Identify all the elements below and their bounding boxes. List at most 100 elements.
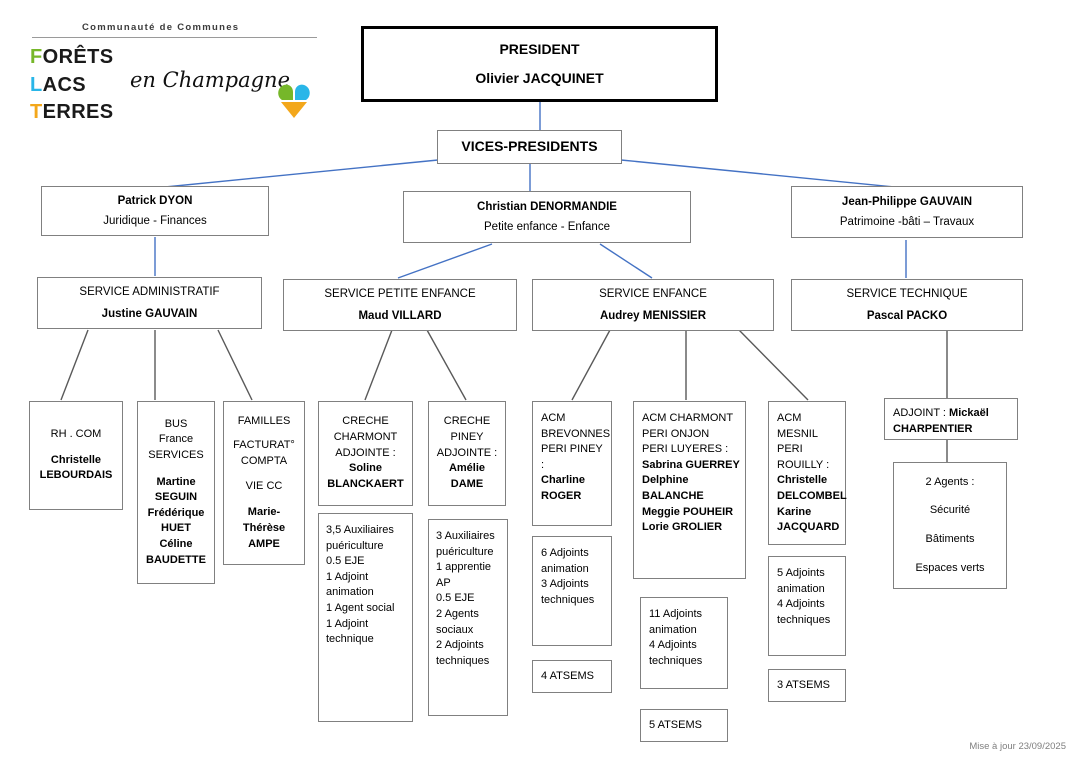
unit-acm-brevonnes-line1: ACM (541, 412, 566, 424)
logo-divider (32, 37, 317, 38)
unit-acm-charmont-staff-4: Meggie POUHEIR (642, 505, 734, 518)
unit-bus-staff-6: BAUDETTE (146, 553, 206, 566)
atsems-box-acm-charmont[interactable]: 5 ATSEMS (640, 709, 728, 742)
unit-box-creche-piney[interactable]: CRECHE PINEY ADJOINTE : Amélie DAME (428, 401, 506, 506)
unit-creche-piney-line2: PINEY (450, 431, 484, 444)
unit-creche-piney-line3: ADJOINTE : (436, 446, 498, 459)
vice-president-portfolio-3: Patrimoine -bâti – Travaux (839, 216, 975, 228)
atsems-box-acm-brevonnes[interactable]: 4 ATSEMS (532, 660, 612, 693)
unit-rh-com-line1: RH . COM (50, 428, 102, 441)
unit-acm-mesnil-line2: MESNIL PERI (777, 427, 818, 456)
unit-box-acm-charmont[interactable]: ACM CHARMONT PERI ONJON PERI LUYERES : S… (633, 401, 746, 579)
president-name: Olivier JACQUINET (475, 69, 604, 86)
logo-word-lacs: LACS (30, 73, 87, 96)
unit-adjoint-technique-staff-2: CHARPENTIER (893, 422, 973, 435)
vice-president-name-1: Patrick DYON (117, 194, 193, 207)
staff-box-acm-charmont[interactable]: 11 Adjoints animation 4 Adjoints techniq… (640, 597, 728, 689)
unit-bus-staff-1: Martine (156, 475, 196, 488)
service-box-administratif[interactable]: SERVICE ADMINISTRATIF Justine GAUVAIN (37, 277, 262, 329)
service-box-enfance[interactable]: SERVICE ENFANCE Audrey MENISSIER (532, 279, 774, 331)
staff-agents-technique-l3: Bâtiments (925, 533, 975, 545)
service-title-petite-enfance: SERVICE PETITE ENFANCE (324, 287, 476, 300)
staff-box-agents-technique[interactable]: 2 Agents : Sécurité Bâtiments Espaces ve… (893, 462, 1007, 589)
logo-word-forets-rest: ORÊTS (42, 46, 114, 68)
staff-creche-piney-l4: AP (436, 576, 451, 589)
vice-president-box-2[interactable]: Christian DENORMANDIE Petite enfance - E… (403, 191, 691, 243)
staff-box-creche-piney[interactable]: 3 Auxiliaires puériculture 1 apprentie A… (428, 519, 508, 716)
unit-creche-charmont-line1: CRECHE (342, 415, 389, 428)
unit-acm-charmont-staff-2: Delphine (642, 474, 689, 487)
unit-creche-charmont-line3: ADJOINTE : (335, 446, 396, 459)
unit-bus-line3: SERVICES (148, 448, 204, 461)
heart-icon (278, 84, 310, 118)
staff-creche-piney-l5: 0.5 EJE (436, 592, 475, 605)
unit-box-adjoint-technique[interactable]: ADJOINT : Mickaël CHARPENTIER (884, 398, 1018, 440)
staff-creche-charmont-l8: technique (326, 633, 374, 646)
staff-acm-mesnil-l1: 5 Adjoints (777, 567, 825, 579)
logo-wordmark: FORÊTS LACS TERRES (30, 44, 114, 127)
unit-acm-charmont-staff-5: Lorie GROLIER (642, 521, 723, 534)
vice-president-name-3: Jean-Philippe GAUVAIN (841, 195, 973, 208)
unit-box-rh-com[interactable]: RH . COM Christelle LEBOURDAIS (29, 401, 123, 510)
last-updated-note: Mise à jour 23/09/2025 (969, 741, 1066, 752)
staff-creche-piney-l6: 2 Agents (436, 608, 479, 621)
staff-box-creche-charmont[interactable]: 3,5 Auxiliaires puériculture 0.5 EJE 1 A… (318, 513, 413, 722)
unit-familles-staff-2: Thérèse (242, 521, 286, 534)
unit-creche-charmont-staff-2: BLANCKAERT (327, 477, 404, 490)
service-title-technique: SERVICE TECHNIQUE (846, 287, 968, 300)
unit-box-acm-mesnil[interactable]: ACM MESNIL PERI ROUILLY : Christelle DEL… (768, 401, 847, 545)
staff-acm-charmont-l3: 4 Adjoints (649, 639, 697, 652)
unit-rh-com-staff-1: Christelle (50, 453, 102, 466)
unit-bus-staff-4: HUET (161, 522, 191, 535)
service-box-technique[interactable]: SERVICE TECHNIQUE Pascal PACKO (791, 279, 1023, 331)
service-head-enfance: Audrey MENISSIER (599, 310, 707, 322)
vice-president-portfolio-1: Juridique - Finances (103, 215, 207, 227)
staff-acm-mesnil-l2: animation (777, 582, 825, 595)
atsems-acm-mesnil-l1: 3 ATSEMS (777, 678, 830, 691)
staff-creche-charmont-l3: 0.5 EJE (326, 555, 365, 568)
unit-acm-brevonnes-staff-1: Charline (541, 474, 586, 487)
staff-box-acm-mesnil[interactable]: 5 Adjoints animation 4 Adjoints techniqu… (768, 556, 846, 656)
unit-box-creche-charmont[interactable]: CRECHE CHARMONT ADJOINTE : Soline BLANCK… (318, 401, 413, 506)
staff-agents-technique-l4: Espaces verts (915, 561, 985, 574)
staff-acm-charmont-l1: 11 Adjoints (649, 608, 703, 620)
staff-acm-brevonnes-l1: 6 Adjoints (541, 547, 589, 559)
unit-familles-line3: COMPTA (240, 455, 288, 468)
unit-acm-charmont-line1: ACM CHARMONT (642, 412, 734, 424)
unit-rh-com-staff-2: LEBOURDAIS (39, 469, 113, 482)
staff-acm-brevonnes-l2: animation (541, 562, 589, 575)
service-box-petite-enfance[interactable]: SERVICE PETITE ENFANCE Maud VILLARD (283, 279, 517, 331)
vice-president-box-3[interactable]: Jean-Philippe GAUVAIN Patrimoine -bâti –… (791, 186, 1023, 238)
staff-creche-charmont-l6: 1 Agent social (326, 602, 395, 615)
staff-acm-charmont-l4: techniques (649, 654, 703, 667)
vice-president-box-1[interactable]: Patrick DYON Juridique - Finances (41, 186, 269, 236)
unit-creche-piney-line1: CRECHE (443, 415, 491, 428)
logo-word-terres-rest: ERRES (42, 101, 114, 124)
vice-presidents-box[interactable]: VICES-PRESIDENTS (437, 130, 622, 164)
unit-acm-charmont-staff-3: BALANCHE (642, 490, 704, 503)
staff-creche-charmont-l5: animation (326, 586, 374, 599)
unit-adjoint-technique-line1: ADJOINT : Mickaël (893, 406, 1012, 422)
unit-creche-charmont-staff-1: Soline (348, 462, 382, 475)
vice-president-portfolio-2: Petite enfance - Enfance (484, 221, 610, 233)
unit-creche-piney-staff-2: DAME (450, 477, 484, 490)
staff-agents-technique-l2: Sécurité (929, 504, 971, 517)
unit-box-acm-brevonnes[interactable]: ACM BREVONNES PERI PINEY : Charline ROGE… (532, 401, 612, 526)
unit-familles-line2: FACTURAT° (233, 439, 295, 452)
unit-acm-brevonnes-staff-2: ROGER (541, 490, 582, 503)
atsems-acm-brevonnes-l1: 4 ATSEMS (541, 669, 594, 682)
unit-box-familles[interactable]: FAMILLES FACTURAT° COMPTA VIE CC Marie- … (223, 401, 305, 565)
atsems-box-acm-mesnil[interactable]: 3 ATSEMS (768, 669, 846, 702)
service-title-administratif: SERVICE ADMINISTRATIF (79, 285, 220, 298)
unit-bus-staff-3: Frédérique (147, 506, 205, 519)
staff-acm-mesnil-l4: techniques (777, 613, 831, 626)
staff-acm-brevonnes-l4: techniques (541, 593, 595, 606)
unit-adjoint-technique-label: ADJOINT : (893, 407, 950, 419)
unit-box-bus-france-services[interactable]: BUS France SERVICES Martine SEGUIN Frédé… (137, 401, 215, 584)
unit-bus-staff-5: Céline (159, 538, 193, 551)
president-box[interactable]: PRESIDENT Olivier JACQUINET (361, 26, 718, 102)
staff-box-acm-brevonnes[interactable]: 6 Adjoints animation 3 Adjoints techniqu… (532, 536, 612, 646)
staff-creche-charmont-l1: 3,5 Auxiliaires (326, 524, 394, 536)
staff-agents-technique-l1: 2 Agents : (925, 475, 975, 488)
